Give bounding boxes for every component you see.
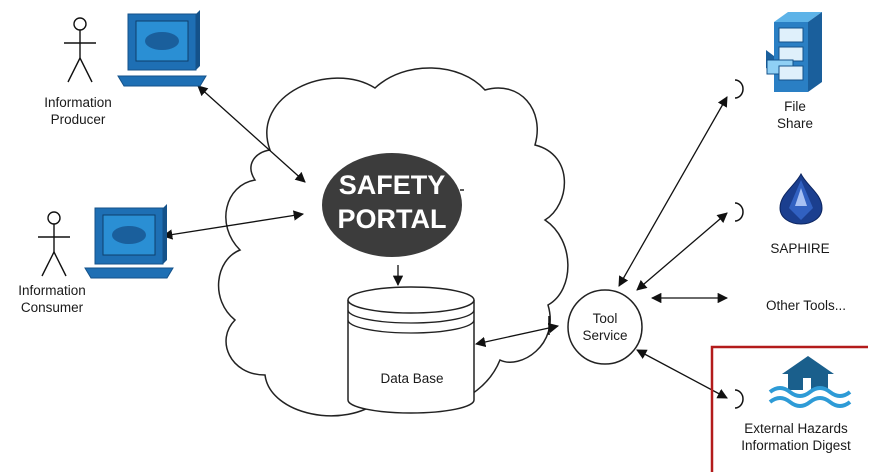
safety-portal-text: SAFETY PORTAL <box>322 168 462 236</box>
database-label: Data Base <box>380 371 444 386</box>
arrow-consumer-portal <box>161 210 305 240</box>
external-hazards-line2: Information Digest <box>741 438 851 453</box>
consumer-label-line1: Information <box>18 283 86 298</box>
flooded-house-icon <box>768 356 852 408</box>
file-cabinet-icon <box>766 12 822 92</box>
computer-icon <box>84 204 174 279</box>
portal-line1: SAFETY <box>338 170 446 200</box>
tool-service-label: Tool Service <box>565 310 645 344</box>
tool-service-line2: Service <box>582 328 628 343</box>
other-tools-label: Other Tools... <box>765 298 847 313</box>
socket-saphire <box>734 202 744 222</box>
producer-label-line1: Information <box>44 95 112 110</box>
arrow-tool-external-hazards <box>636 349 728 399</box>
tool-service-line1: Tool <box>592 311 618 326</box>
external-hazards-label: External Hazards Information Digest <box>726 420 866 454</box>
socket-external-hazards <box>734 389 744 409</box>
database-cylinder <box>347 286 475 414</box>
file-share-line1: File <box>784 99 806 114</box>
file-share-line2: Share <box>776 116 814 131</box>
computer-icon <box>117 10 207 87</box>
safety-portal-logo <box>322 153 462 257</box>
tool-service-node <box>567 289 643 365</box>
producer-label: Information Producer <box>18 94 138 128</box>
external-hazards-highlight <box>710 345 868 472</box>
person-icon <box>64 17 96 83</box>
arrow-tool-file-share <box>618 96 728 287</box>
arrow-producer-portal <box>197 85 306 183</box>
producer-label-line2: Producer <box>50 112 106 127</box>
portal-line2: PORTAL <box>337 204 447 234</box>
arrow-database-tool-service <box>474 322 560 348</box>
saphire-label: SAPHIRE <box>770 241 830 256</box>
consumer-label-line2: Consumer <box>20 300 84 315</box>
arrow-tool-saphire <box>636 212 728 291</box>
socket-file-share <box>734 79 744 99</box>
person-icon <box>38 211 70 277</box>
gem-icon <box>779 172 823 225</box>
consumer-label: Information Consumer <box>0 282 104 316</box>
file-share-label: File Share <box>760 98 830 132</box>
external-hazards-line1: External Hazards <box>744 421 848 436</box>
